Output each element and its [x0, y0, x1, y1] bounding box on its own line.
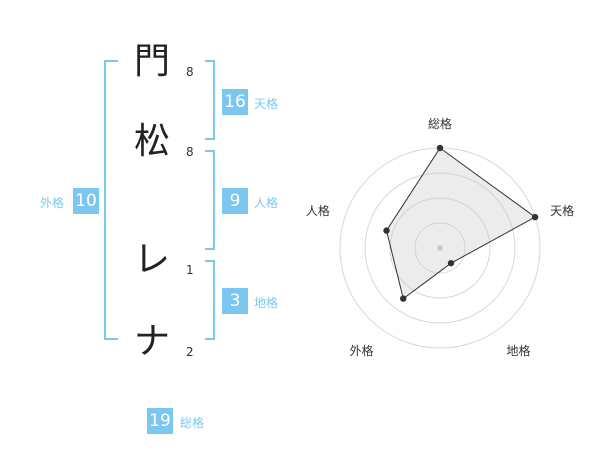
- name-char-2: 松: [133, 121, 170, 162]
- radar-point-1: [436, 144, 444, 152]
- radar-point-4: [400, 295, 407, 302]
- name-char-1: 門: [133, 41, 170, 82]
- stroke-count-2: 8: [186, 145, 194, 159]
- stroke-count-4: 2: [186, 345, 194, 359]
- name-char-4: ナ: [133, 321, 170, 362]
- radar-axis-label-1: 総格: [428, 116, 452, 131]
- chikaku-badge: 3: [222, 288, 248, 314]
- radar-series-polygon: [385, 147, 537, 300]
- soukaku-label: 総格: [180, 416, 205, 430]
- chikaku-bracket-bottom: [205, 338, 215, 340]
- gaikaku-label: 外格: [40, 196, 65, 210]
- stroke-count-3: 1: [186, 263, 194, 277]
- radar-axis-label-5: 人格: [306, 203, 330, 218]
- jinkaku-bracket: [213, 150, 215, 250]
- jinkaku-bracket-top: [205, 150, 215, 152]
- radar-axis-label-4: 外格: [349, 343, 373, 358]
- tenkaku-bracket: [213, 60, 215, 140]
- outer-bracket-top: [104, 60, 118, 62]
- radar-ring: [414, 222, 466, 274]
- radar-point-3: [447, 259, 455, 267]
- tenkaku-bracket-bottom: [205, 138, 215, 140]
- jinkaku-label: 人格: [254, 196, 279, 210]
- stroke-count-1: 8: [186, 65, 194, 79]
- name-char-3: レ: [133, 239, 170, 280]
- tenkaku-bracket-top: [205, 60, 215, 62]
- radar-point-5: [383, 227, 390, 234]
- outer-bracket-bottom: [104, 338, 118, 340]
- jinkaku-badge: 9: [222, 188, 248, 214]
- jinkaku-bracket-bottom: [205, 248, 215, 250]
- radar-axis-label-3: 地格: [507, 343, 531, 358]
- chikaku-bracket-top: [205, 260, 215, 262]
- radar-center: [437, 245, 443, 251]
- gaikaku-badge: 10: [73, 188, 99, 214]
- radar-axis-label-2: 天格: [550, 203, 574, 218]
- chikaku-label: 地格: [254, 296, 279, 310]
- radar-ring: [389, 197, 491, 299]
- tenkaku-badge: 16: [222, 89, 248, 115]
- outer-bracket: [104, 60, 106, 340]
- radar-point-2: [531, 213, 539, 221]
- chikaku-bracket: [213, 260, 215, 340]
- soukaku-badge: 19: [147, 408, 173, 434]
- tenkaku-label: 天格: [254, 97, 279, 111]
- radar-ring: [364, 172, 516, 324]
